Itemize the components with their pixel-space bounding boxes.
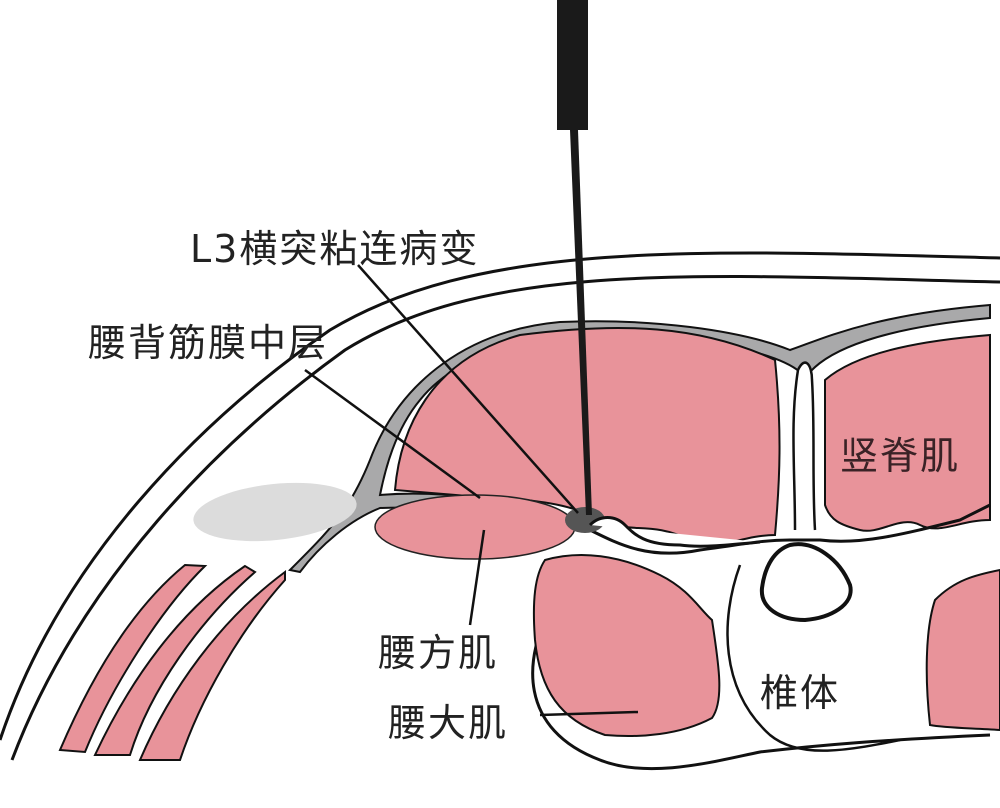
spinal-canal <box>759 542 853 623</box>
leader-lesion <box>357 264 579 514</box>
muscle-quadratus-lumborum <box>374 494 576 560</box>
spinous-process <box>792 361 817 531</box>
label-fascia: 腰背筋膜中层 <box>88 321 329 365</box>
abdominal-wall-muscles <box>58 563 286 761</box>
transverse-process-lesion <box>565 507 605 533</box>
transverse-process <box>588 516 761 548</box>
leader-psoas <box>539 710 639 717</box>
label-psoas: 腰大肌 <box>388 701 509 745</box>
muscle-psoas <box>532 554 721 737</box>
leader-fascia <box>304 368 481 500</box>
needle-icon <box>557 0 592 515</box>
leader-lines <box>304 264 639 717</box>
muscle-erector-right <box>824 333 991 532</box>
label-quadratus: 腰方肌 <box>378 631 499 675</box>
label-erector: 竖脊肌 <box>840 434 961 478</box>
leader-quadratus <box>468 529 486 626</box>
label-vertebra: 椎体 <box>760 671 841 715</box>
kidney-shadow <box>193 482 357 542</box>
label-lesion: L3横突粘连病变 <box>190 227 480 271</box>
muscle-right-lateral <box>925 568 1000 732</box>
skin-layers <box>0 251 1000 761</box>
vertebra-outline <box>531 503 991 771</box>
